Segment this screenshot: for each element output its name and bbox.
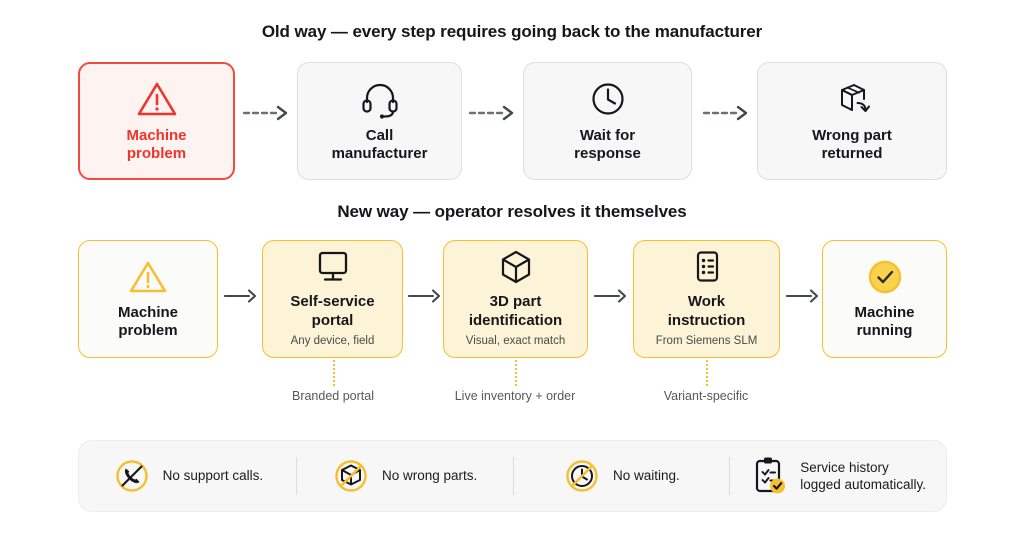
callout-connector bbox=[706, 360, 708, 386]
warning-triangle-icon bbox=[127, 258, 169, 296]
new-way-heading: New way — operator resolves it themselve… bbox=[337, 202, 687, 221]
solid-arrow-icon bbox=[785, 288, 820, 304]
old-step-card-wrong-part-returned[interactable]: Wrong part returned bbox=[757, 62, 947, 180]
callout-connector bbox=[333, 360, 335, 386]
benefits-bar: No support calls. No wrong parts. bbox=[78, 440, 947, 512]
card-title: Self-service portal bbox=[290, 293, 375, 329]
card-title: Work instruction bbox=[667, 293, 746, 329]
dashed-arrow-icon bbox=[242, 105, 291, 121]
checklist-icon bbox=[689, 249, 725, 285]
callout-variant-specific: Variant-specific bbox=[663, 389, 749, 403]
old-way-heading: Old way — every step requires going back… bbox=[261, 22, 763, 41]
solid-arrow-icon bbox=[223, 288, 258, 304]
benefit-label: No support calls. bbox=[162, 468, 264, 484]
new-step-card-machine-running[interactable]: Machine running bbox=[822, 240, 947, 358]
old-step-card-wait-for-response[interactable]: Wait for response bbox=[523, 62, 692, 180]
card-title: Machine problem bbox=[126, 126, 187, 162]
card-title: Wait for response bbox=[574, 126, 641, 162]
benefit-label: No waiting. bbox=[612, 468, 680, 484]
new-step-card-work-instruction[interactable]: Work instruction From Siemens SLM bbox=[633, 240, 780, 358]
old-step-card-machine-problem[interactable]: Machine problem bbox=[78, 62, 235, 180]
dashed-arrow-icon bbox=[468, 105, 517, 121]
benefit-service-history[interactable]: Service history logged automatically. bbox=[729, 441, 946, 511]
card-subtitle: From Siemens SLM bbox=[655, 334, 758, 347]
monitor-icon bbox=[313, 249, 353, 285]
benefit-no-wrong-parts[interactable]: No wrong parts. bbox=[295, 441, 513, 511]
benefit-label: No wrong parts. bbox=[381, 468, 478, 484]
no-phone-icon bbox=[112, 456, 152, 496]
card-title: Wrong part returned bbox=[812, 126, 892, 162]
warning-triangle-icon bbox=[135, 79, 179, 119]
card-subtitle: Any device, field bbox=[290, 334, 375, 347]
clipboard-check-icon bbox=[749, 455, 789, 497]
dashed-arrow-icon bbox=[702, 105, 751, 121]
callout-live-inventory-order: Live inventory + order bbox=[454, 389, 576, 403]
old-step-card-call-manufacturer[interactable]: Call manufacturer bbox=[297, 62, 462, 180]
clock-icon bbox=[588, 79, 628, 119]
new-step-card-self-service-portal[interactable]: Self-service portal Any device, field bbox=[262, 240, 403, 358]
card-title: 3D part identification bbox=[468, 293, 563, 329]
card-title: Machine problem bbox=[117, 303, 178, 339]
solid-arrow-icon bbox=[407, 288, 442, 304]
solid-arrow-icon bbox=[593, 288, 628, 304]
card-subtitle: Visual, exact match bbox=[465, 334, 566, 347]
no-box-icon bbox=[331, 456, 371, 496]
cube-3d-icon bbox=[497, 249, 535, 285]
benefit-label: Service history logged automatically. bbox=[800, 459, 927, 492]
new-step-card-machine-problem[interactable]: Machine problem bbox=[78, 240, 218, 358]
new-step-card-3d-part-identification[interactable]: 3D part identification Visual, exact mat… bbox=[443, 240, 588, 358]
headset-icon bbox=[359, 79, 401, 119]
card-title: Call manufacturer bbox=[331, 126, 428, 162]
card-title: Machine running bbox=[854, 303, 915, 339]
callout-connector bbox=[515, 360, 517, 386]
check-circle-icon bbox=[866, 258, 904, 296]
callout-branded-portal: Branded portal bbox=[291, 389, 374, 403]
benefit-no-waiting[interactable]: No waiting. bbox=[512, 441, 730, 511]
box-return-icon bbox=[830, 79, 874, 119]
no-clock-icon bbox=[562, 456, 602, 496]
benefit-no-support-calls[interactable]: No support calls. bbox=[79, 441, 296, 511]
